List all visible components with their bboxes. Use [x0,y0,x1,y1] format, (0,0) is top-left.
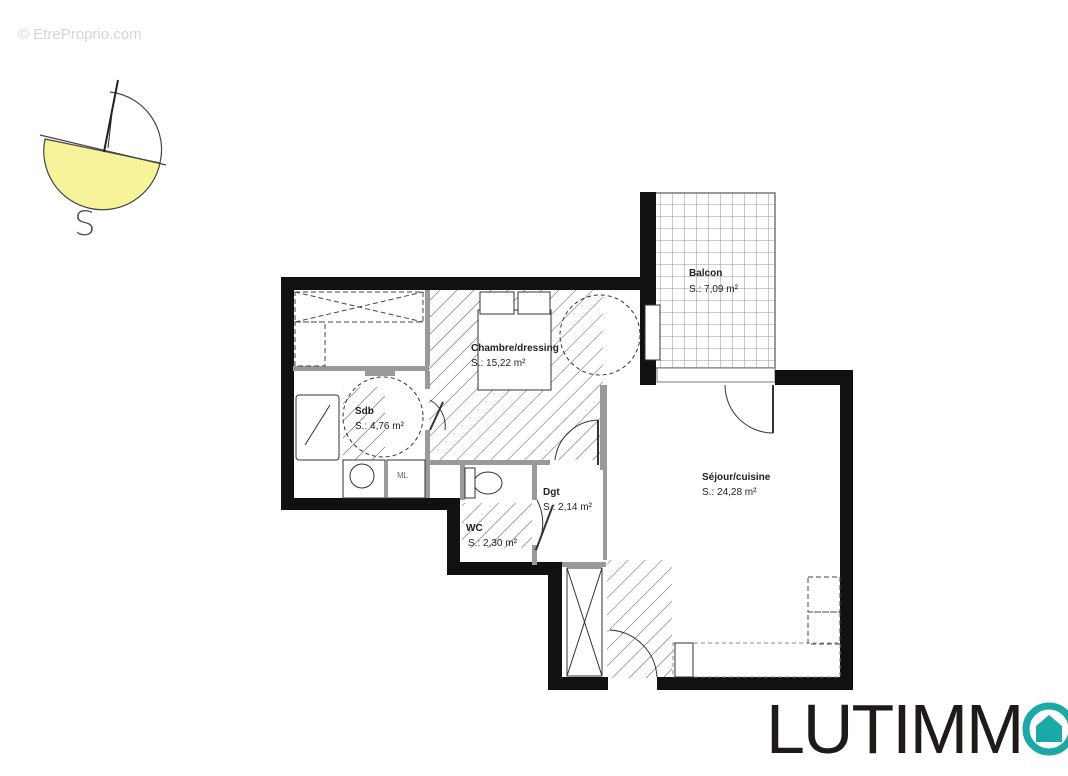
wardrobe [294,291,841,645]
inner-walls [293,290,607,567]
shower [295,394,340,461]
room-area-sdb: S.: 4,76 m² [355,421,405,432]
room-area-balcon: S.: 7,09 m² [689,284,739,295]
house-icon [1022,702,1068,756]
north-arrow-icon [103,79,119,153]
brand-logo: LUTIMM [766,690,1068,768]
wc-floor-hatch [462,503,532,548]
watermark: © EtreProprio.com [18,26,142,43]
kitchen-counter [672,642,841,678]
compass [39,79,167,211]
room-name-chambre: Chambre/dressing [471,343,559,354]
entry-floor-hatch [607,560,672,678]
room-name-dgt: Dgt [543,487,560,498]
room-area-sejour: S.: 24,28 m² [702,487,757,498]
sdb-floor-hatch [343,387,385,462]
outer-walls [281,277,853,690]
room-area-wc: S.: 2,30 m² [468,538,518,549]
bed [477,291,552,391]
bathroom-fixtures [295,371,503,499]
room-area-chambre: S.: 15,22 m² [471,358,526,369]
toilet [473,471,503,495]
logo-text: LUTIMM [766,690,1024,768]
washing-machine-label: ML [397,471,409,480]
sun-sector [43,138,161,211]
room-name-sejour: Séjour/cuisine [702,472,771,483]
room-area-dgt: S.: 2,14 m² [543,502,593,513]
doors[interactable] [429,294,774,678]
room-labels: Balcon S.: 7,09 m² Chambre/dressing S.: … [355,268,771,549]
compass-direction-label: S [74,204,96,244]
room-name-wc: WC [466,523,483,534]
kitchen-unit [674,642,694,678]
room-name-sdb: Sdb [355,406,374,417]
room-name-balcon: Balcon [689,268,722,279]
washing-machine-space [386,459,426,499]
